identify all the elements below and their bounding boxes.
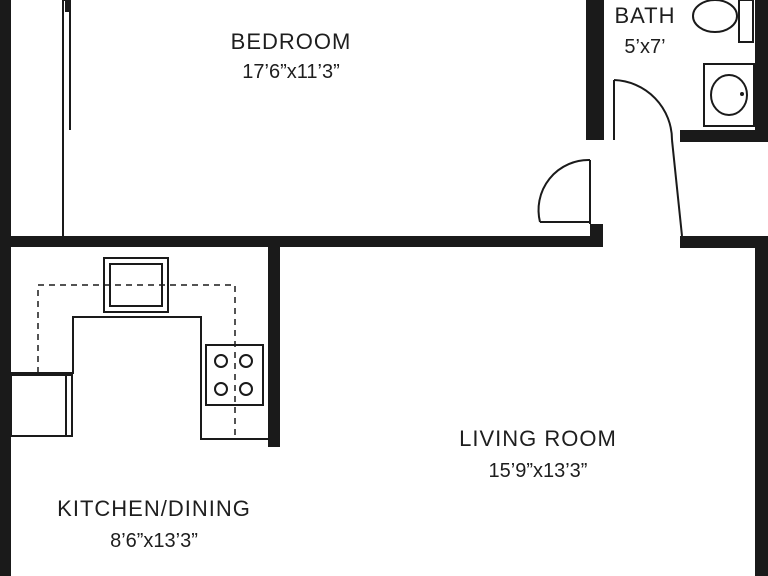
kitchen-size: 8’6”x13’3” [110,530,198,552]
kitchen-label: KITCHEN/DINING [57,496,251,521]
door-swing-icon [537,158,591,224]
bedroom-label: BEDROOM [231,29,352,54]
kitchen-counter [11,284,268,440]
bath-door-icon [613,79,683,237]
kitchen-partition-wall [268,247,280,447]
bath-bottom-wall [680,130,768,142]
left-exterior-wall [0,0,11,576]
bedroom-right-wall [586,0,598,140]
hall-wall-stub [680,236,768,248]
closet-door-icon [62,0,71,236]
living-room-label: LIVING ROOM [459,426,617,451]
bedroom-bottom-wall [11,236,603,247]
refrigerator-icon [10,374,73,437]
stove-icon [205,344,264,406]
right-exterior-wall [755,237,768,576]
kitchen-sink-icon [103,257,169,313]
bath-size: 5’x7’ [624,36,665,58]
living-room-size: 15’9”x13’3” [489,460,588,482]
sink-icon [703,63,755,127]
toilet-icon [692,0,754,43]
bedroom-right-wall-lower [590,224,603,247]
bath-left-wall [598,0,604,140]
bath-right-wall [755,0,768,130]
bedroom-size: 17’6”x11’3” [242,61,339,83]
bath-label: BATH [614,3,675,28]
